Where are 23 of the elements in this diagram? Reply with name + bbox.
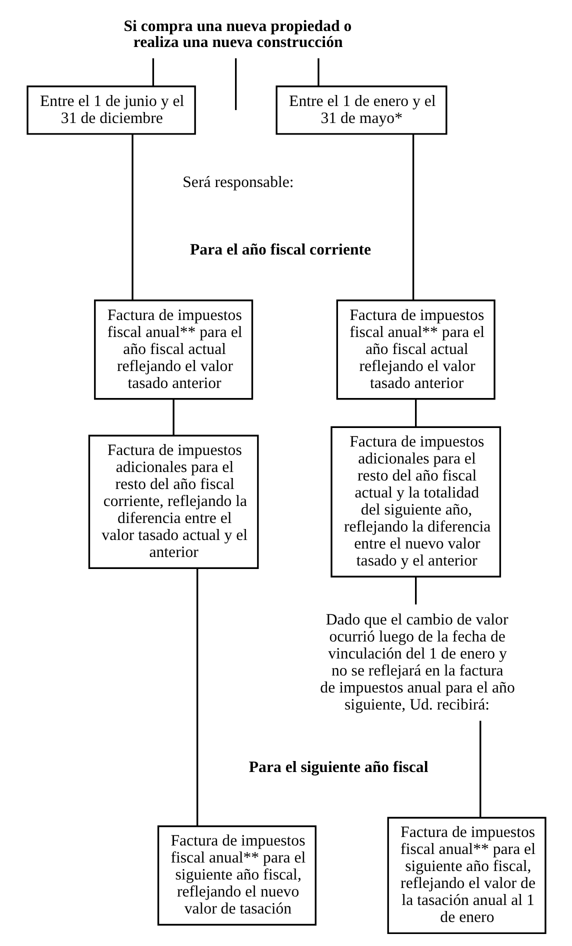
node-text: Dado que el cambio de valor ocurrió luego de la fecha de vinculación del 1 de enero y no se reflejará en la factura de impuestos anual para el año siguiente, Ud. recibirá: xyxy=(320,611,514,714)
node-box: Factura de impuestos adicionales para el resto del año fiscal actual y la totalidad del siguiente año, reflejando la diferencia entre el nuevo valor tasado y el anterior xyxy=(330,426,501,578)
node-box: Factura de impuestos fiscal anual** para el siguiente año fiscal, reflejando el nuevo valor de tasación xyxy=(156,825,316,926)
connector xyxy=(172,399,174,436)
node-box: Entre el 1 de enero y el 31 de mayo* xyxy=(275,86,447,135)
node-box: Factura de impuestos fiscal anual** para el siguiente año fiscal, reflejando el valor de la tasación anual al 1 de enero xyxy=(386,816,546,934)
connector xyxy=(479,720,481,818)
node-text: Si compra una nueva propiedad o realiza una nueva construcción xyxy=(123,18,352,51)
connector xyxy=(196,568,198,826)
connector xyxy=(414,576,416,604)
connector xyxy=(412,134,414,300)
label: Para el año fiscal corriente xyxy=(189,242,371,259)
connector xyxy=(131,134,133,300)
node-box: Factura de impuestos fiscal anual** para el año fiscal actual reflejando el valor tasado anterior xyxy=(94,300,253,400)
label: Para el siguiente año fiscal xyxy=(248,759,428,776)
connector xyxy=(414,399,416,427)
node-box: Entre el 1 de junio y el 31 de diciembre xyxy=(26,86,196,135)
connector xyxy=(317,58,319,86)
connector xyxy=(152,58,154,86)
node-box: Factura de impuestos fiscal anual** para el año fiscal actual reflejando el valor tasado anterior xyxy=(336,300,495,400)
label: Será responsable: xyxy=(182,174,294,191)
node-box: Factura de impuestos adicionales para el resto del año fiscal corriente, reflejando la diferencia entre el valor tasado actual y el anterior xyxy=(88,434,258,569)
connector xyxy=(234,58,236,110)
